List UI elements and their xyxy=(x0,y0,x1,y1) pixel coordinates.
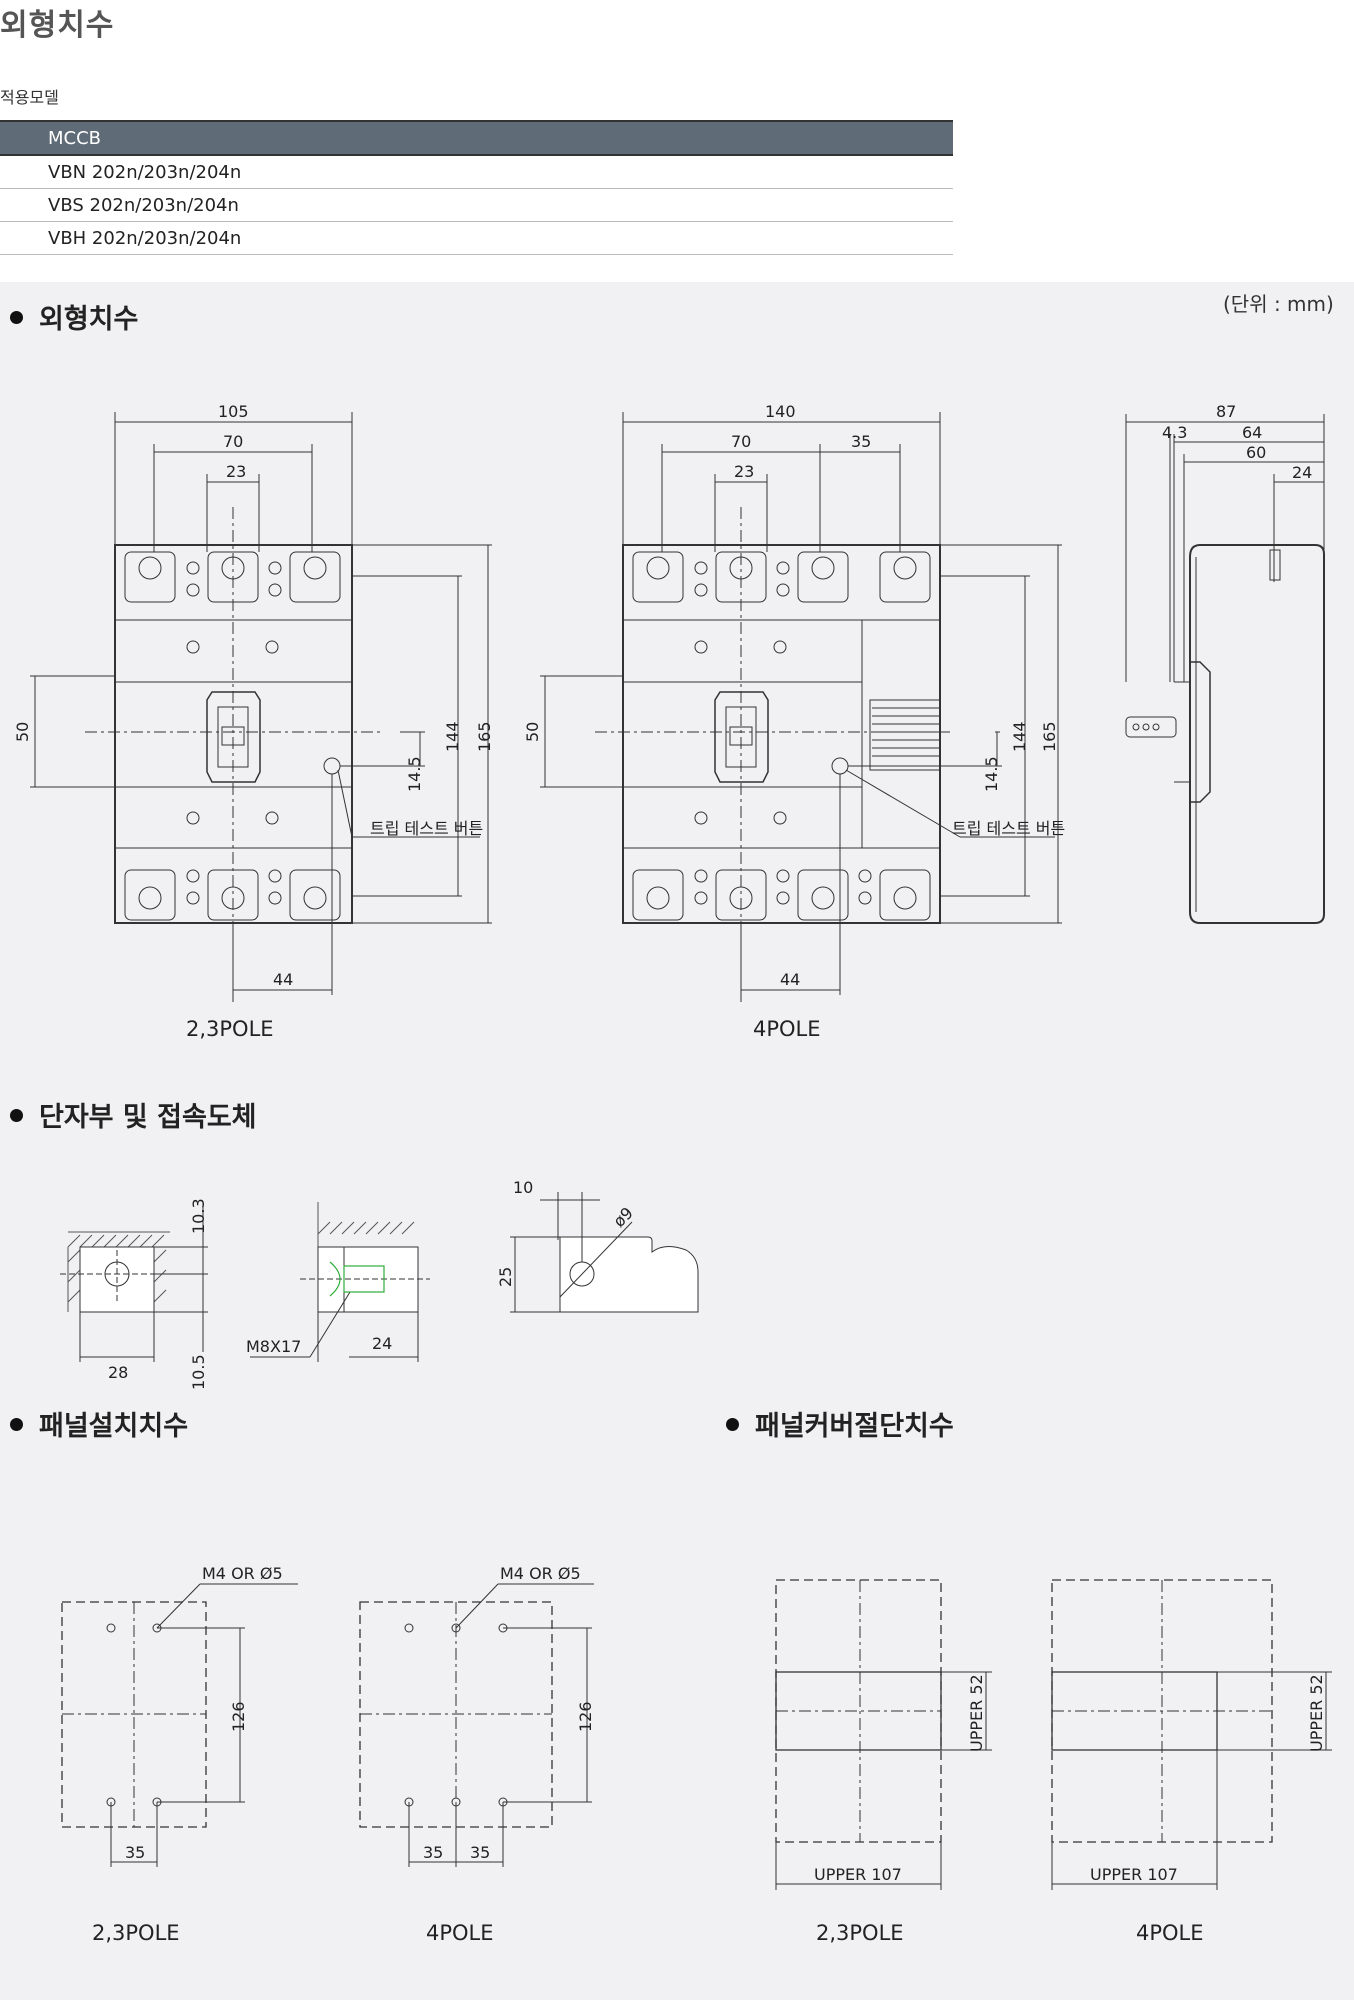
dim-4-3: 4.3 xyxy=(1162,423,1187,442)
dim-50: 50 xyxy=(13,722,32,742)
dim-140: 140 xyxy=(765,402,796,421)
table-cell: VBS 202n/203n/204n xyxy=(0,188,953,222)
terminal-section-title: 단자부 및 접속도체 xyxy=(10,1095,257,1134)
bullet-icon xyxy=(10,1418,23,1431)
table-header-cell: MCCB xyxy=(0,120,953,156)
dim-144: 144 xyxy=(1010,721,1029,752)
model-caption: 적용모델 xyxy=(0,88,59,107)
dim-44: 44 xyxy=(780,970,800,989)
dim-10: 10 xyxy=(513,1178,533,1197)
bullet-icon xyxy=(10,311,23,324)
dim-upper-52: UPPER 52 xyxy=(1307,1674,1326,1752)
trip-test-button-label: 트립 테스트 버튼 xyxy=(370,819,483,838)
hole-label: M4 OR Ø5 xyxy=(500,1564,581,1583)
terminal-diagram: 10.3 10.5 28 M8X17 24 10 25 ø9 xyxy=(60,1178,699,1390)
caption-4pole: 4POLE xyxy=(1136,1921,1204,1945)
outline-panel: 외형치수 (단위 : mm) xyxy=(0,282,1354,2000)
dim-165: 165 xyxy=(1040,721,1059,752)
panel-install-title: 패널설치치수 xyxy=(39,1411,189,1442)
front-view-4pole: 140 70 35 23 50 144 165 14.5 트립 테스트 버튼 4… xyxy=(523,402,1065,1041)
dim-28: 28 xyxy=(108,1363,128,1382)
caption-4pole: 4POLE xyxy=(426,1921,494,1945)
dim-upper-52: UPPER 52 xyxy=(967,1674,986,1752)
table-row: VBS 202n/203n/204n xyxy=(0,188,953,222)
outline-title: 외형치수 xyxy=(39,304,139,335)
bullet-icon xyxy=(10,1109,23,1122)
dim-14-5: 14.5 xyxy=(982,756,1001,792)
bullet-icon xyxy=(726,1418,739,1431)
dim-126: 126 xyxy=(229,1701,248,1732)
table-row: VBH 202n/203n/204n xyxy=(0,221,953,255)
dim-upper-107: UPPER 107 xyxy=(814,1865,902,1884)
dim-70: 70 xyxy=(223,432,243,451)
dim-35: 35 xyxy=(470,1843,490,1862)
terminal-title: 단자부 및 접속도체 xyxy=(39,1102,257,1133)
side-view: 87 4.3 64 60 24 xyxy=(1125,402,1325,924)
trip-test-button-label: 트립 테스트 버튼 xyxy=(952,819,1065,838)
dim-diameter-9: ø9 xyxy=(609,1203,637,1231)
dim-25: 25 xyxy=(496,1267,515,1287)
panel-cover-section-title: 패널커버절단치수 xyxy=(726,1404,954,1443)
panel-cover-title: 패널커버절단치수 xyxy=(755,1411,954,1442)
unit-note: (단위 : mm) xyxy=(1223,292,1334,316)
dim-144: 144 xyxy=(443,721,462,752)
caption-23pole: 2,3POLE xyxy=(186,1017,274,1041)
table-cell: VBH 202n/203n/204n xyxy=(0,221,953,255)
caption-4pole: 4POLE xyxy=(753,1017,821,1041)
table-cell: VBN 202n/203n/204n xyxy=(0,155,953,189)
hole-label: M4 OR Ø5 xyxy=(202,1564,283,1583)
dim-35: 35 xyxy=(125,1843,145,1862)
dim-23: 23 xyxy=(226,462,246,481)
dim-10-5: 10.5 xyxy=(189,1354,208,1390)
dim-60: 60 xyxy=(1246,443,1266,462)
dim-14-5: 14.5 xyxy=(405,756,424,792)
dim-35: 35 xyxy=(423,1843,443,1862)
dim-23: 23 xyxy=(734,462,754,481)
caption-23pole: 2,3POLE xyxy=(92,1921,180,1945)
dim-24: 24 xyxy=(372,1334,392,1353)
dim-87: 87 xyxy=(1216,402,1236,421)
outline-section-title: 외형치수 xyxy=(10,297,138,336)
table-row: VBN 202n/203n/204n xyxy=(0,155,953,189)
dim-50: 50 xyxy=(523,722,542,742)
dim-70: 70 xyxy=(731,432,751,451)
panel-install-section-title: 패널설치치수 xyxy=(10,1404,188,1443)
dim-35: 35 xyxy=(851,432,871,451)
dim-10-3: 10.3 xyxy=(189,1198,208,1234)
dim-upper-107: UPPER 107 xyxy=(1090,1865,1178,1884)
table-header-row: MCCB xyxy=(0,120,953,156)
dim-126: 126 xyxy=(576,1701,595,1732)
dim-165: 165 xyxy=(475,721,494,752)
model-table: MCCB VBN 202n/203n/204n VBS 202n/203n/20… xyxy=(0,120,953,255)
page-title: 외형치수 xyxy=(0,8,115,43)
dim-105: 105 xyxy=(218,402,249,421)
dim-44: 44 xyxy=(273,970,293,989)
dim-64: 64 xyxy=(1242,423,1262,442)
front-view-23pole: 105 70 23 50 144 165 14.5 트립 테스트 버튼 44 2… xyxy=(13,402,494,1041)
dim-24: 24 xyxy=(1292,463,1312,482)
panel-install-diagram: M4 OR Ø5 M4 OR Ø5 126 126 35 35 35 2,3PO… xyxy=(61,1564,595,1945)
bolt-label: M8X17 xyxy=(246,1337,301,1356)
caption-23pole: 2,3POLE xyxy=(816,1921,904,1945)
panel-cover-diagram: UPPER 52 UPPER 52 UPPER 107 UPPER 107 2,… xyxy=(775,1579,1332,1945)
